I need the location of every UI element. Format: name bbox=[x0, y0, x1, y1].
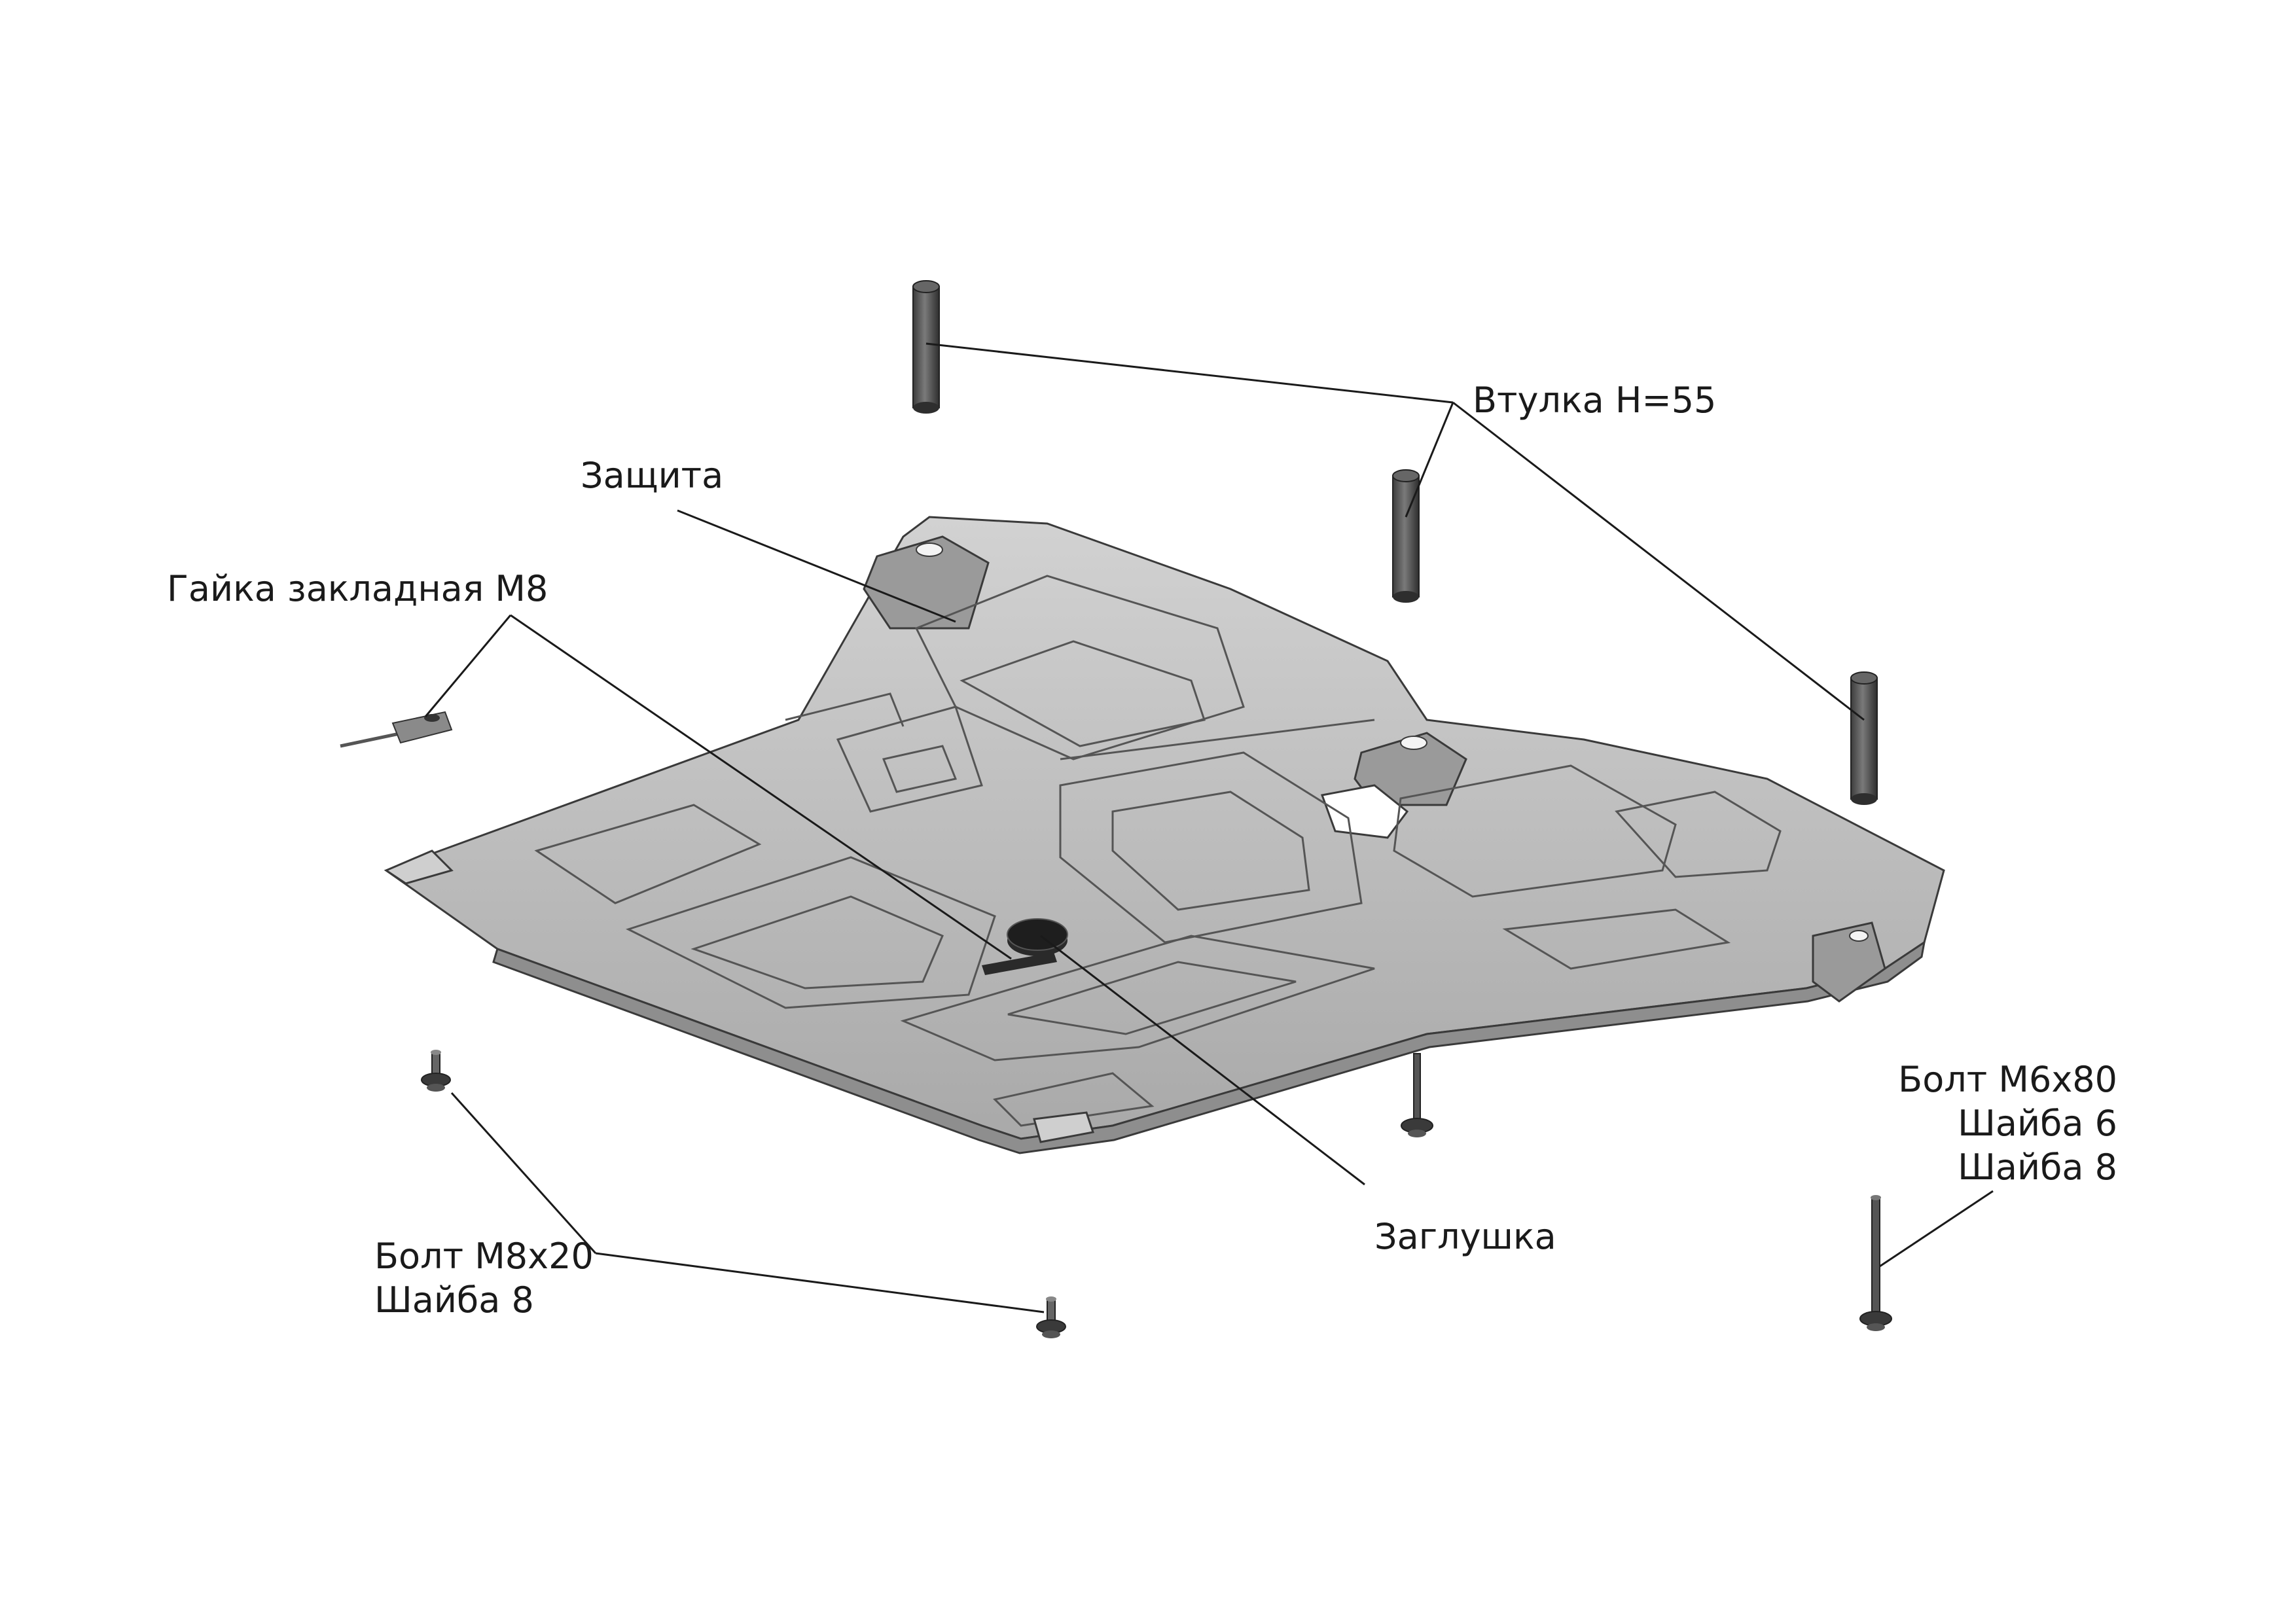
bushing-3 bbox=[1850, 671, 1878, 805]
labels: Втулка H=55 Защита Гайка закладная М8 Бо… bbox=[167, 380, 2117, 1321]
mount-boss-right bbox=[1354, 732, 1467, 806]
mount-boss-rear-right bbox=[1812, 921, 1886, 1003]
bushing-2 bbox=[1392, 469, 1420, 603]
label-nut: Гайка закладная М8 bbox=[167, 568, 548, 609]
plate-slot bbox=[982, 952, 1057, 975]
bolt-m6-right bbox=[1859, 1195, 1892, 1331]
plate-ribs bbox=[534, 575, 1782, 1127]
bolt-m8-front bbox=[1036, 1296, 1066, 1338]
label-bushing: Втулка H=55 bbox=[1473, 380, 1716, 421]
drain-plug bbox=[1007, 918, 1068, 956]
label-washer6: Шайба 6 bbox=[1958, 1103, 2117, 1144]
mount-hole-top-left bbox=[916, 543, 943, 557]
bushing-1 bbox=[912, 280, 940, 414]
label-plug: Заглушка bbox=[1374, 1216, 1556, 1257]
label-bolt-m8: Болт М8х20 bbox=[374, 1236, 594, 1277]
embedded-nut bbox=[340, 711, 453, 748]
label-bolt-m6: Болт М6х80 bbox=[1898, 1059, 2117, 1100]
bolt-m6-center bbox=[1401, 1053, 1433, 1137]
mount-hole-right bbox=[1400, 736, 1427, 750]
label-washer8-right: Шайба 8 bbox=[1958, 1147, 2117, 1188]
mount-boss-top-left bbox=[863, 535, 990, 630]
leader-lines bbox=[424, 342, 1994, 1313]
plate-front-tab bbox=[1033, 1111, 1094, 1143]
plate-left-tab bbox=[384, 849, 454, 885]
label-guard: Защита bbox=[581, 455, 723, 496]
skid-plate bbox=[384, 516, 1945, 1154]
plate-body bbox=[384, 516, 1945, 1140]
label-washer8-left: Шайба 8 bbox=[374, 1279, 534, 1321]
bolt-m8-left bbox=[421, 1050, 451, 1092]
mount-hole-rear-right bbox=[1849, 930, 1869, 942]
